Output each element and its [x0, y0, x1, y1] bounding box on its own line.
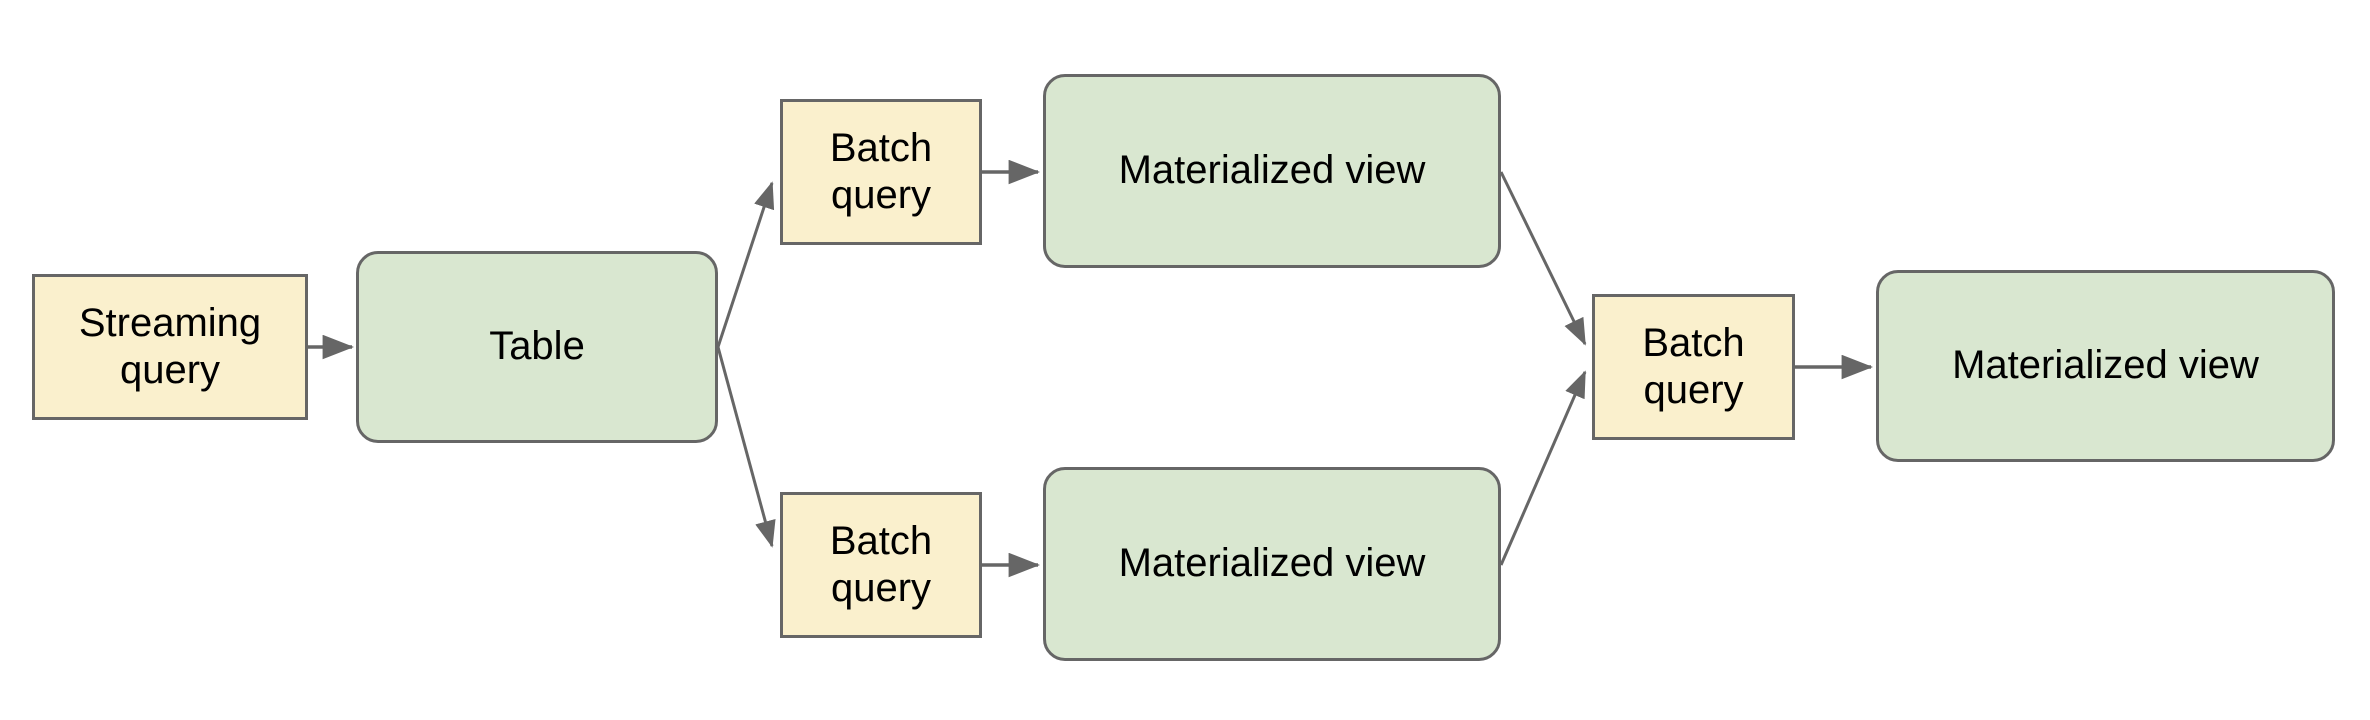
node-streaming-query[interactable]: Streaming query [32, 274, 308, 420]
node-batch-query-join[interactable]: Batch query [1592, 294, 1795, 440]
node-materialized-view-final[interactable]: Materialized view [1876, 270, 2335, 462]
edge-table-to-batch-top [716, 181, 775, 348]
edge-table-to-batch-bottom [716, 346, 776, 548]
node-table[interactable]: Table [356, 251, 718, 443]
node-batch-query-bottom[interactable]: Batch query [780, 492, 982, 638]
edge-mv-top-to-batch-join [1499, 171, 1587, 346]
node-materialized-view-top[interactable]: Materialized view [1043, 74, 1501, 268]
node-batch-query-top[interactable]: Batch query [780, 99, 982, 245]
node-materialized-view-bottom[interactable]: Materialized view [1043, 467, 1501, 661]
edge-mv-bottom-to-batch-join [1499, 370, 1587, 566]
